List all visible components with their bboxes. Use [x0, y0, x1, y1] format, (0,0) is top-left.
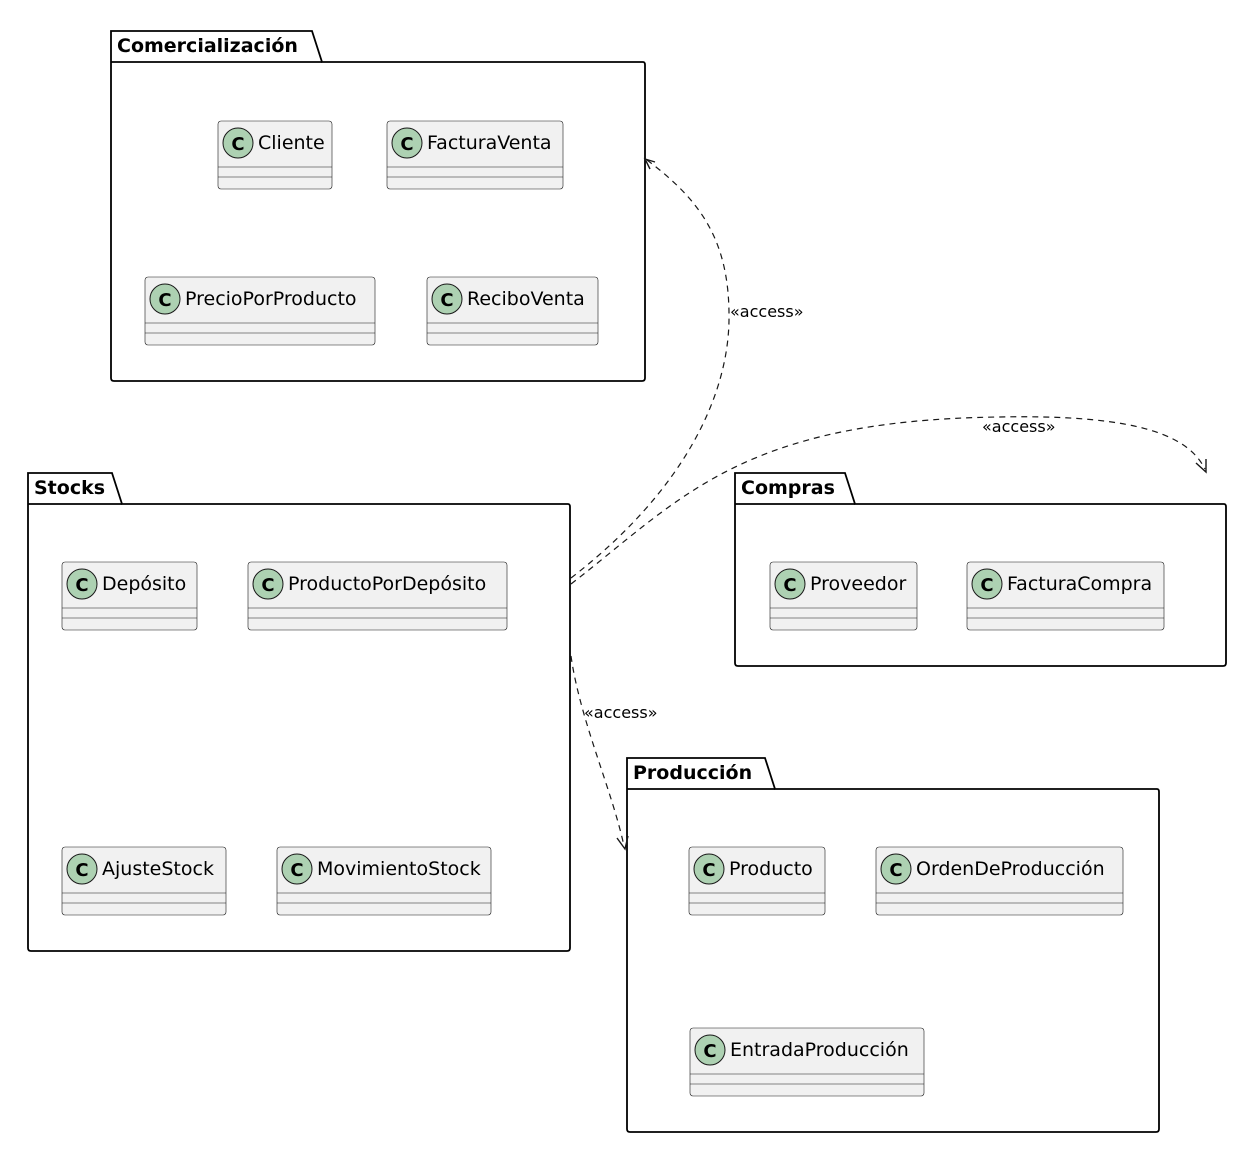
class-entrada-produccion[interactable]: C EntradaProducción	[689, 1027, 925, 1097]
svg-text:C: C	[290, 860, 303, 881]
class-c-icon: C	[693, 853, 725, 885]
class-producto[interactable]: C Producto	[688, 846, 826, 916]
class-name: OrdenDeProducción	[916, 858, 1105, 880]
svg-text:C: C	[703, 1041, 716, 1062]
svg-text:C: C	[783, 575, 796, 596]
svg-text:C: C	[702, 860, 715, 881]
class-c-icon: C	[391, 127, 423, 159]
svg-text:C: C	[231, 134, 244, 155]
class-c-icon: C	[774, 568, 806, 600]
class-producto-por-deposito[interactable]: C ProductoPorDepósito	[247, 561, 508, 631]
class-name: ProductoPorDepósito	[288, 573, 486, 595]
relation-label-produccion: «access»	[584, 703, 658, 722]
class-cliente[interactable]: C Cliente	[217, 120, 333, 190]
relation-stocks-produccion[interactable]: «access»	[570, 655, 658, 851]
class-deposito[interactable]: C Depósito	[61, 561, 198, 631]
class-c-icon: C	[149, 283, 181, 315]
class-name: FacturaCompra	[1007, 573, 1152, 595]
svg-text:C: C	[75, 860, 88, 881]
class-orden-de-produccion[interactable]: C OrdenDeProducción	[875, 846, 1124, 916]
class-c-icon: C	[880, 853, 912, 885]
class-name: AjusteStock	[102, 858, 214, 880]
svg-text:C: C	[75, 575, 88, 596]
svg-text:C: C	[440, 290, 453, 311]
class-c-icon: C	[431, 283, 463, 315]
svg-text:C: C	[261, 575, 274, 596]
class-name: PrecioPorProducto	[185, 288, 357, 310]
class-recibo-venta[interactable]: C ReciboVenta	[426, 276, 599, 346]
class-c-icon: C	[66, 568, 98, 600]
class-c-icon: C	[281, 853, 313, 885]
package-title-stocks: Stocks	[34, 477, 105, 499]
package-title-comercializacion: Comercialización	[117, 35, 298, 57]
svg-text:C: C	[400, 134, 413, 155]
package-title-compras: Compras	[741, 477, 835, 499]
class-c-icon: C	[971, 568, 1003, 600]
class-precio-por-producto[interactable]: C PrecioPorProducto	[144, 276, 376, 346]
svg-text:C: C	[889, 860, 902, 881]
class-name: FacturaVenta	[427, 132, 552, 154]
class-c-icon: C	[252, 568, 284, 600]
class-name: EntradaProducción	[730, 1039, 909, 1061]
class-factura-venta[interactable]: C FacturaVenta	[386, 120, 564, 190]
class-ajuste-stock[interactable]: C AjusteStock	[61, 846, 227, 916]
class-name: Cliente	[258, 132, 325, 154]
class-name: Proveedor	[810, 573, 906, 595]
relation-stocks-comercializacion: «access»	[570, 157, 804, 579]
relation-label-comercializacion: «access»	[730, 302, 804, 321]
class-name: Producto	[729, 858, 813, 880]
class-c-icon: C	[66, 853, 98, 885]
class-factura-compra[interactable]: C FacturaCompra	[966, 561, 1165, 631]
class-name: ReciboVenta	[467, 288, 585, 310]
class-name: MovimientoStock	[317, 858, 481, 880]
svg-text:C: C	[980, 575, 993, 596]
class-c-icon: C	[222, 127, 254, 159]
package-title-produccion: Producción	[633, 762, 752, 784]
class-name: Depósito	[102, 573, 186, 595]
class-c-icon: C	[694, 1034, 726, 1066]
svg-text:C: C	[158, 290, 171, 311]
class-proveedor[interactable]: C Proveedor	[769, 561, 918, 631]
relation-stocks-compras[interactable]: «access»	[570, 416, 1207, 585]
relation-label-compras: «access»	[982, 417, 1056, 436]
class-movimiento-stock[interactable]: C MovimientoStock	[276, 846, 492, 916]
